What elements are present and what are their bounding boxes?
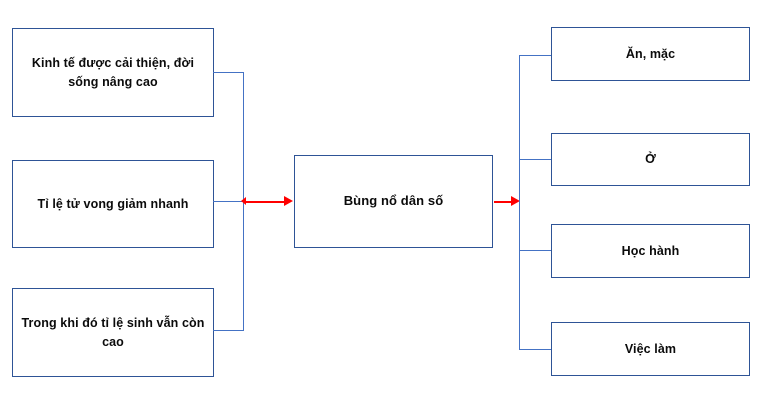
- cause-1-connector: [213, 72, 244, 73]
- effect-2-connector: [519, 159, 552, 160]
- cause-2-connector: [213, 201, 244, 202]
- cause-3-connector: [213, 330, 244, 331]
- effect-box-3-label: Học hành: [621, 243, 680, 258]
- cause-box-2-label: Tỉ lệ tử vong giảm nhanh: [37, 196, 189, 211]
- right-arrow-head: [511, 196, 520, 206]
- effect-box-4[interactable]: Việc làm: [551, 322, 750, 376]
- left-arrow-tail: [241, 197, 246, 205]
- effect-box-2[interactable]: Ở: [551, 133, 750, 186]
- effect-box-1-label: Ăn, mặc: [625, 46, 676, 61]
- center-box[interactable]: Bùng nổ dân số: [294, 155, 493, 248]
- effect-bracket-spine: [519, 55, 520, 349]
- cause-box-3[interactable]: Trong khi đó tỉ lệ sinh vẫn còn cao: [12, 288, 214, 377]
- cause-box-2[interactable]: Tỉ lệ tử vong giảm nhanh: [12, 160, 214, 248]
- left-arrow-head: [284, 196, 293, 206]
- effect-box-4-label: Việc làm: [624, 341, 677, 356]
- center-box-label: Bùng nổ dân số: [343, 193, 444, 209]
- effect-3-connector: [519, 250, 552, 251]
- arrow-causes-to-center: [244, 201, 286, 203]
- effect-box-3[interactable]: Học hành: [551, 224, 750, 278]
- effect-1-connector: [519, 55, 552, 56]
- effect-4-connector: [519, 349, 552, 350]
- cause-box-1-label: Kinh tế được cải thiện, đời sống nâng ca…: [31, 56, 195, 89]
- cause-box-1[interactable]: Kinh tế được cải thiện, đời sống nâng ca…: [12, 28, 214, 117]
- arrow-center-to-effects: [494, 201, 514, 203]
- cause-box-3-label: Trong khi đó tỉ lệ sinh vẫn còn cao: [21, 316, 205, 349]
- effect-box-2-label: Ở: [645, 152, 656, 167]
- effect-box-1[interactable]: Ăn, mặc: [551, 27, 750, 81]
